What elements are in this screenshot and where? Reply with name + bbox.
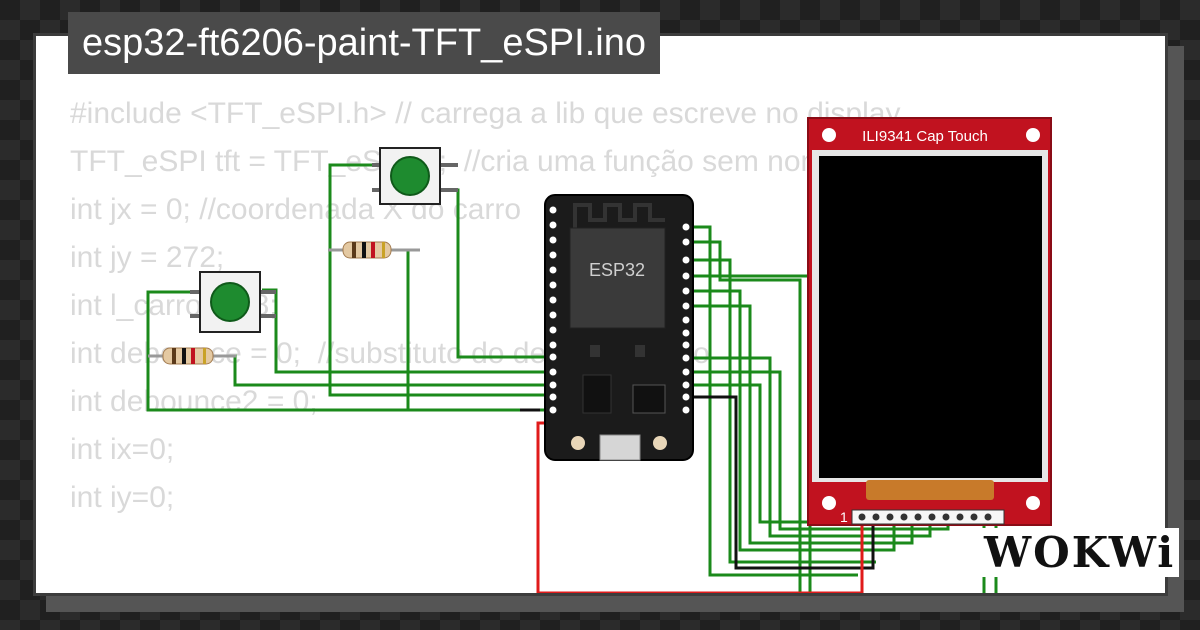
- power-wire: [536, 421, 864, 593]
- resistor-2[interactable]: [148, 347, 236, 365]
- resistor-1[interactable]: [328, 241, 420, 259]
- push-button-2[interactable]: [190, 271, 276, 333]
- code-line: int ix=0;: [70, 433, 175, 466]
- display-pin-1-label: 1: [840, 509, 848, 525]
- tft-display[interactable]: ILI9341 Cap Touch 1: [807, 117, 1052, 526]
- project-title: esp32-ft6206-paint-TFT_eSPI.ino: [68, 12, 660, 74]
- code-line: int iy=0;: [70, 481, 175, 514]
- code-line: int jx = 0; //coordenada X do carro: [70, 193, 522, 226]
- code-line: #include <TFT_eSPI.h> // carrega a lib q…: [70, 97, 901, 130]
- ground-wires: [520, 395, 875, 570]
- esp32-label: ESP32: [589, 260, 645, 280]
- push-button-1[interactable]: [372, 147, 458, 205]
- esp32-board[interactable]: ESP32: [544, 194, 694, 461]
- wokwi-logo: WOKWi: [980, 528, 1180, 577]
- display-label: ILI9341 Cap Touch: [862, 128, 988, 145]
- code-line: int jy = 272;: [70, 241, 225, 274]
